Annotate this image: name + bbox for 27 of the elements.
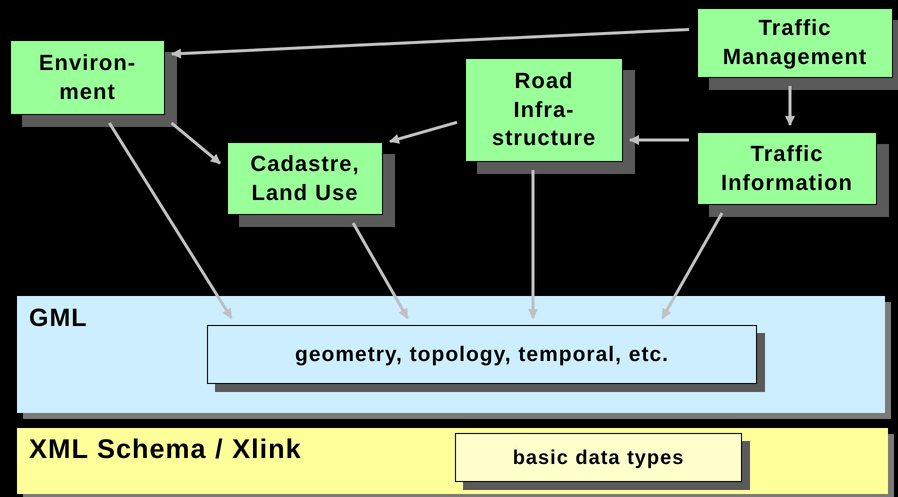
node-label: geometry, topology, temporal, etc. xyxy=(295,342,669,368)
arrow xyxy=(170,122,221,164)
arrow xyxy=(352,222,409,319)
arrow xyxy=(171,28,690,59)
arrow xyxy=(389,120,458,144)
node-label: Road Infra- structure xyxy=(492,67,596,152)
arrow xyxy=(785,86,795,126)
layer-label: XML Schema / Xlink xyxy=(29,434,302,464)
process-box xyxy=(10,40,165,115)
layer-band xyxy=(17,428,888,494)
arrow xyxy=(528,170,538,319)
layer-label: GML xyxy=(29,304,88,332)
arrow xyxy=(661,212,724,319)
node-label: Traffic Information xyxy=(720,140,854,196)
process-box xyxy=(227,142,383,215)
arrow xyxy=(108,122,233,319)
layer-box xyxy=(207,325,757,384)
process-box xyxy=(697,132,877,205)
layer-box xyxy=(455,433,742,482)
arrow xyxy=(629,135,689,145)
node-label: Traffic Management xyxy=(722,14,868,71)
node-label: Environ- ment xyxy=(38,48,138,106)
layer-band xyxy=(17,296,885,413)
node-label: Cadastre, Land Use xyxy=(249,150,361,206)
process-box xyxy=(465,58,623,162)
node-label: basic data types xyxy=(512,446,684,470)
process-box xyxy=(697,8,893,78)
